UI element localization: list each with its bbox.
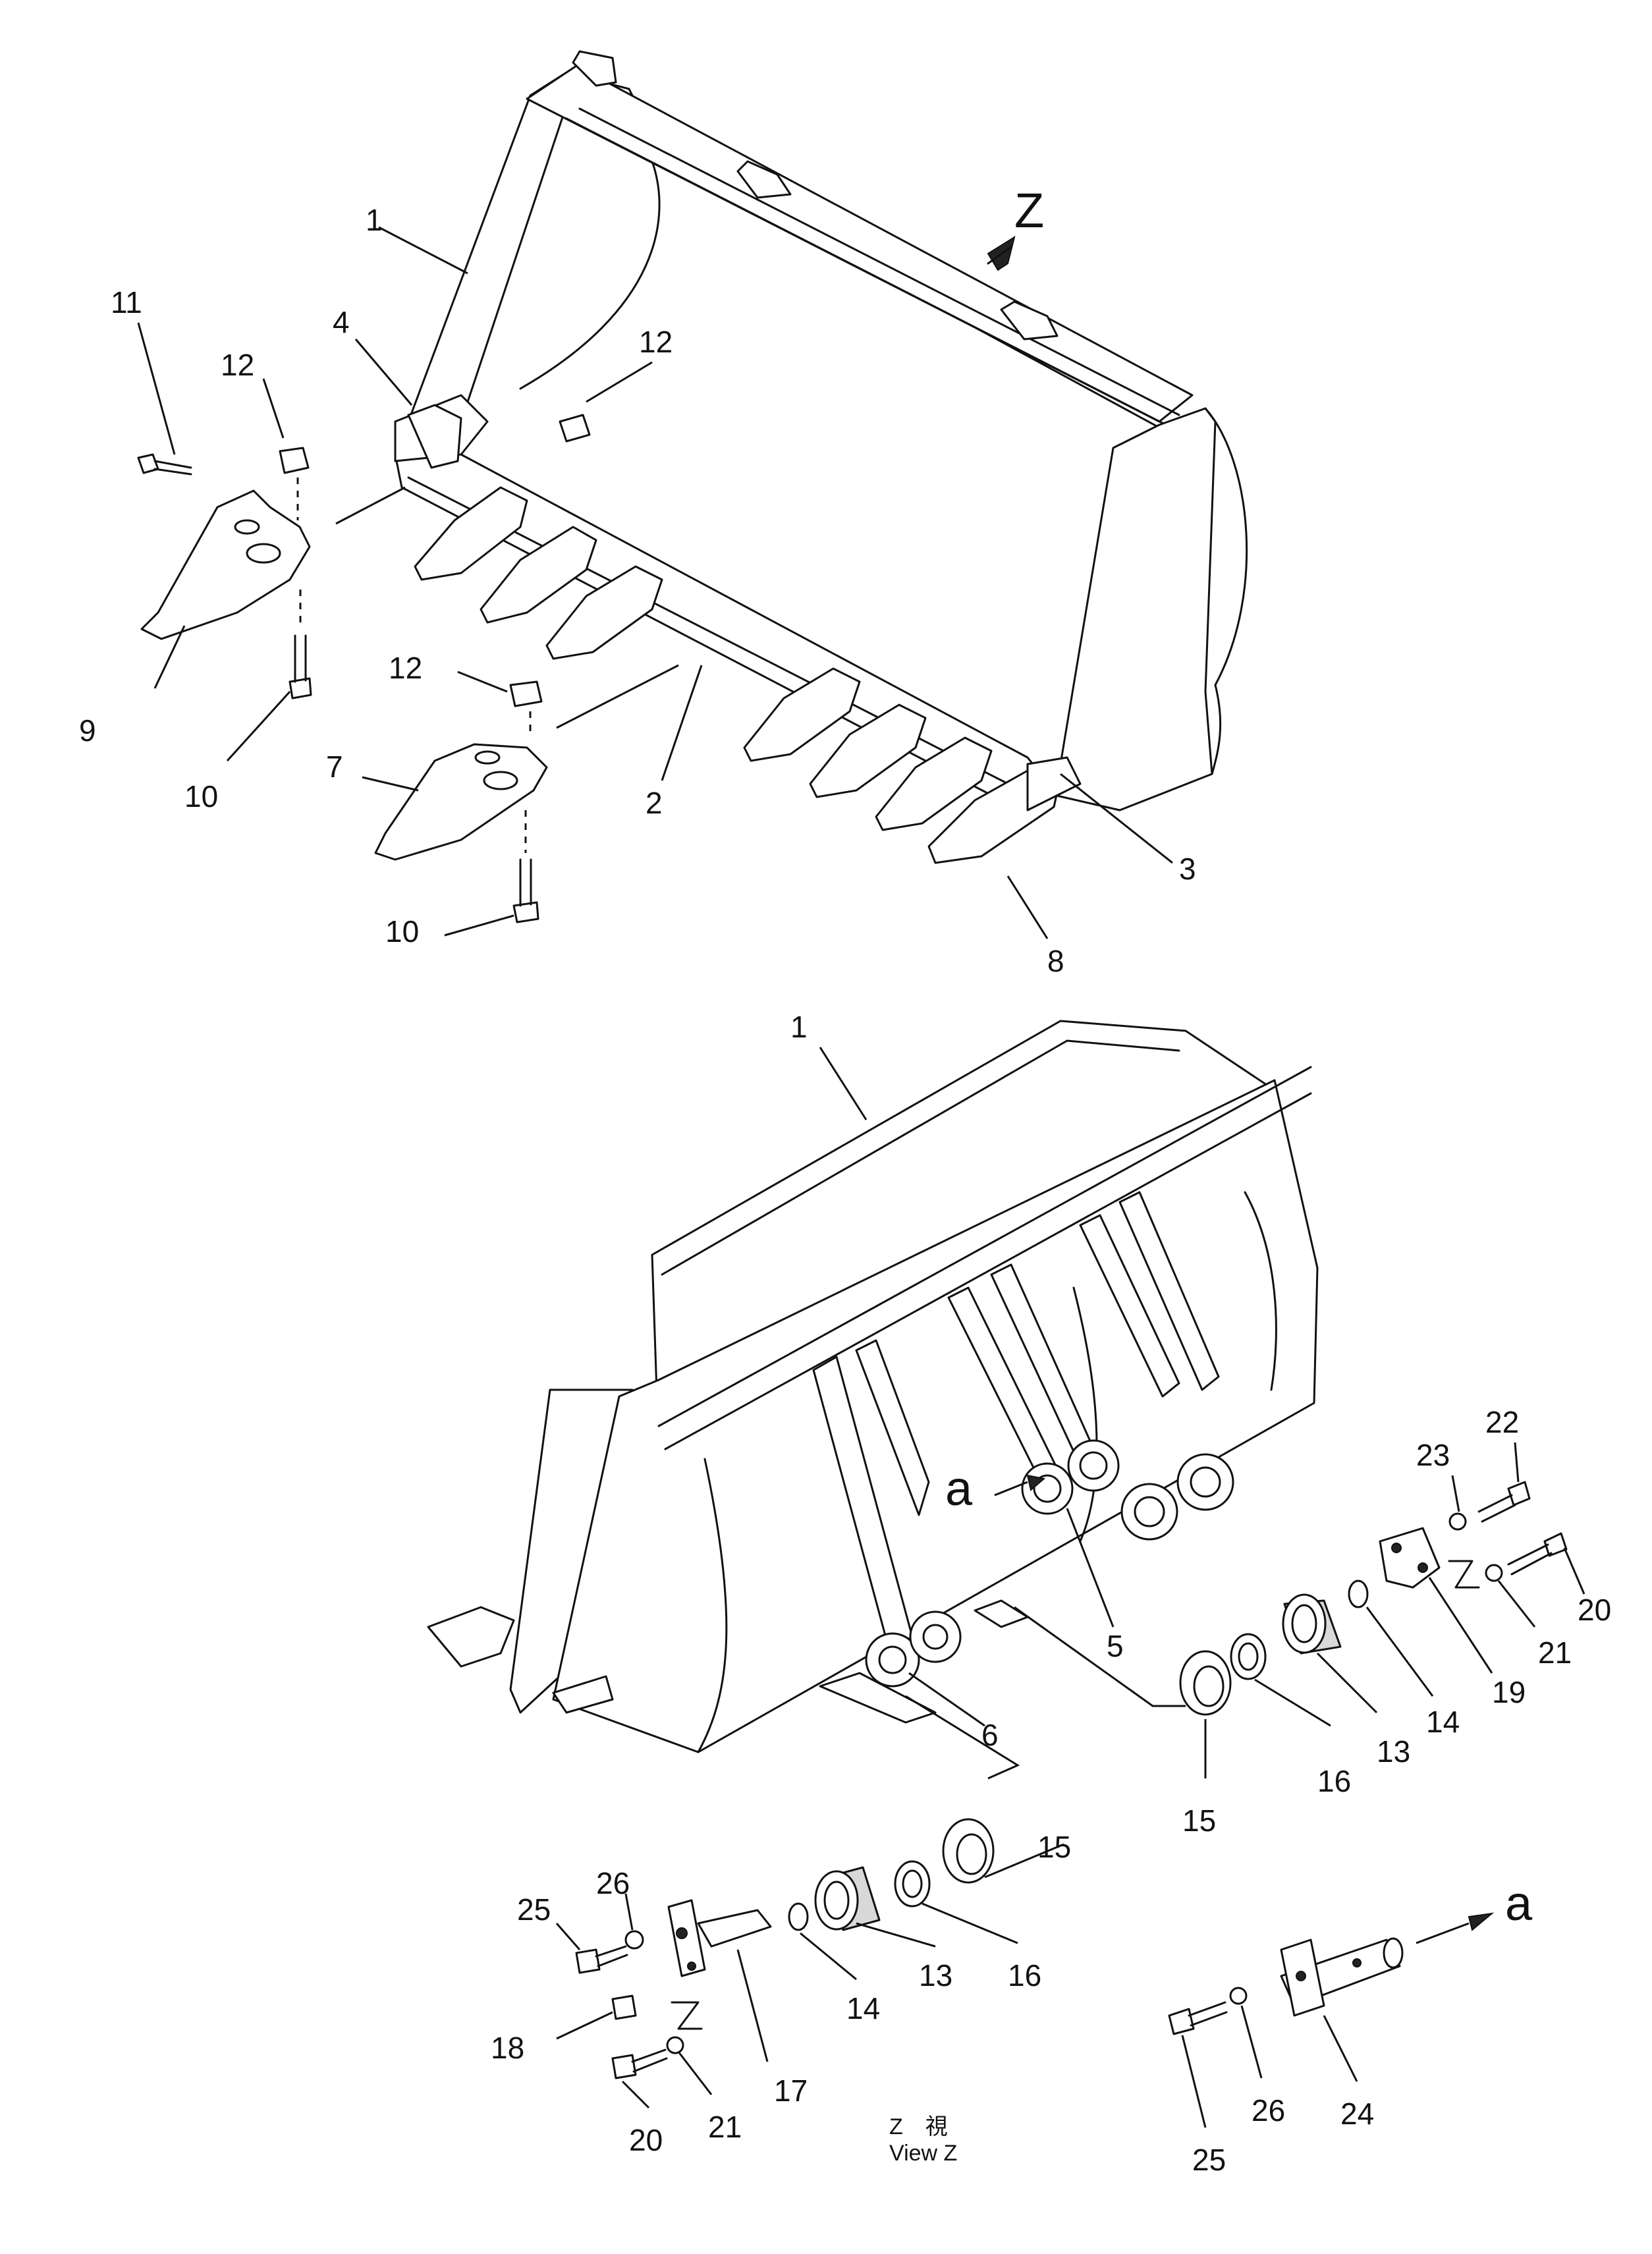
label-16-b: 16	[1008, 1958, 1041, 1993]
label-7: 7	[326, 750, 343, 784]
caption-line-2: View Z	[889, 2141, 957, 2166]
label-26-a: 26	[596, 1866, 630, 1900]
label-15-b: 15	[1037, 1830, 1071, 1864]
arrow-a-bucket: a	[945, 1461, 1046, 1516]
right-hinge-parts	[1179, 1481, 1568, 1716]
view-z-label: Z	[1014, 183, 1044, 238]
top-exploded-parts	[137, 404, 591, 923]
top-leaders	[137, 226, 1173, 939]
label-13-a: 13	[1377, 1734, 1410, 1769]
label-14-b: 14	[846, 1991, 880, 2025]
label-24: 24	[1340, 2097, 1374, 2131]
label-1-top: 1	[366, 203, 383, 237]
bottom-part-labels: 1 5 6 15 16 13 14 19 21 20 23 22 15 16 1…	[491, 1010, 1611, 2177]
label-13-b: 13	[919, 1958, 952, 1993]
view-caption: Z 視 View Z	[889, 2114, 957, 2166]
label-2: 2	[646, 786, 663, 820]
label-12-a: 12	[221, 348, 254, 382]
label-25-b: 25	[1192, 2143, 1226, 2177]
label-19: 19	[1492, 1675, 1526, 1709]
label-17: 17	[774, 2074, 808, 2108]
label-20-a: 20	[1578, 1593, 1611, 1627]
label-14-a: 14	[1426, 1705, 1460, 1739]
label-1-bottom: 1	[790, 1010, 808, 1044]
label-20-b: 20	[629, 2123, 663, 2157]
label-5: 5	[1107, 1629, 1124, 1663]
label-6: 6	[981, 1718, 999, 1752]
arrow-a-label-1: a	[945, 1461, 973, 1516]
pin-24-group: a	[1168, 1876, 1533, 2035]
label-11: 11	[111, 285, 142, 319]
label-4: 4	[333, 305, 350, 339]
view-z-arrow: Z	[987, 183, 1044, 271]
top-bucket	[394, 50, 1248, 864]
top-part-labels: 1 4 11 12 12 9 10 12 7 2 10 3 8	[79, 203, 1196, 978]
label-21-a: 21	[1538, 1636, 1572, 1670]
label-25-a: 25	[517, 1892, 551, 1927]
top-teeth	[414, 486, 1082, 864]
label-10-b: 10	[385, 914, 419, 948]
label-15-a: 15	[1182, 1803, 1216, 1838]
hinge-bosses	[865, 1439, 1234, 1688]
label-9: 9	[79, 713, 96, 748]
label-8: 8	[1047, 944, 1064, 978]
caption-line-1: Z 視	[889, 2114, 948, 2139]
bottom-leaders	[555, 1047, 1585, 2128]
arrow-a-label-2: a	[1505, 1876, 1533, 1931]
label-10-a: 10	[184, 779, 218, 813]
label-18: 18	[491, 2031, 524, 2065]
bottom-ribs	[812, 1191, 1220, 1651]
label-16-a: 16	[1317, 1764, 1351, 1798]
label-22: 22	[1485, 1405, 1519, 1439]
label-3: 3	[1179, 852, 1196, 886]
label-26-b: 26	[1252, 2093, 1285, 2128]
label-21-b: 21	[708, 2110, 742, 2144]
bottom-bucket	[427, 1020, 1319, 1753]
label-12-c: 12	[389, 651, 422, 685]
label-12-b: 12	[639, 325, 673, 359]
label-23: 23	[1416, 1438, 1450, 1472]
lower-hinge-parts	[575, 1818, 995, 2079]
